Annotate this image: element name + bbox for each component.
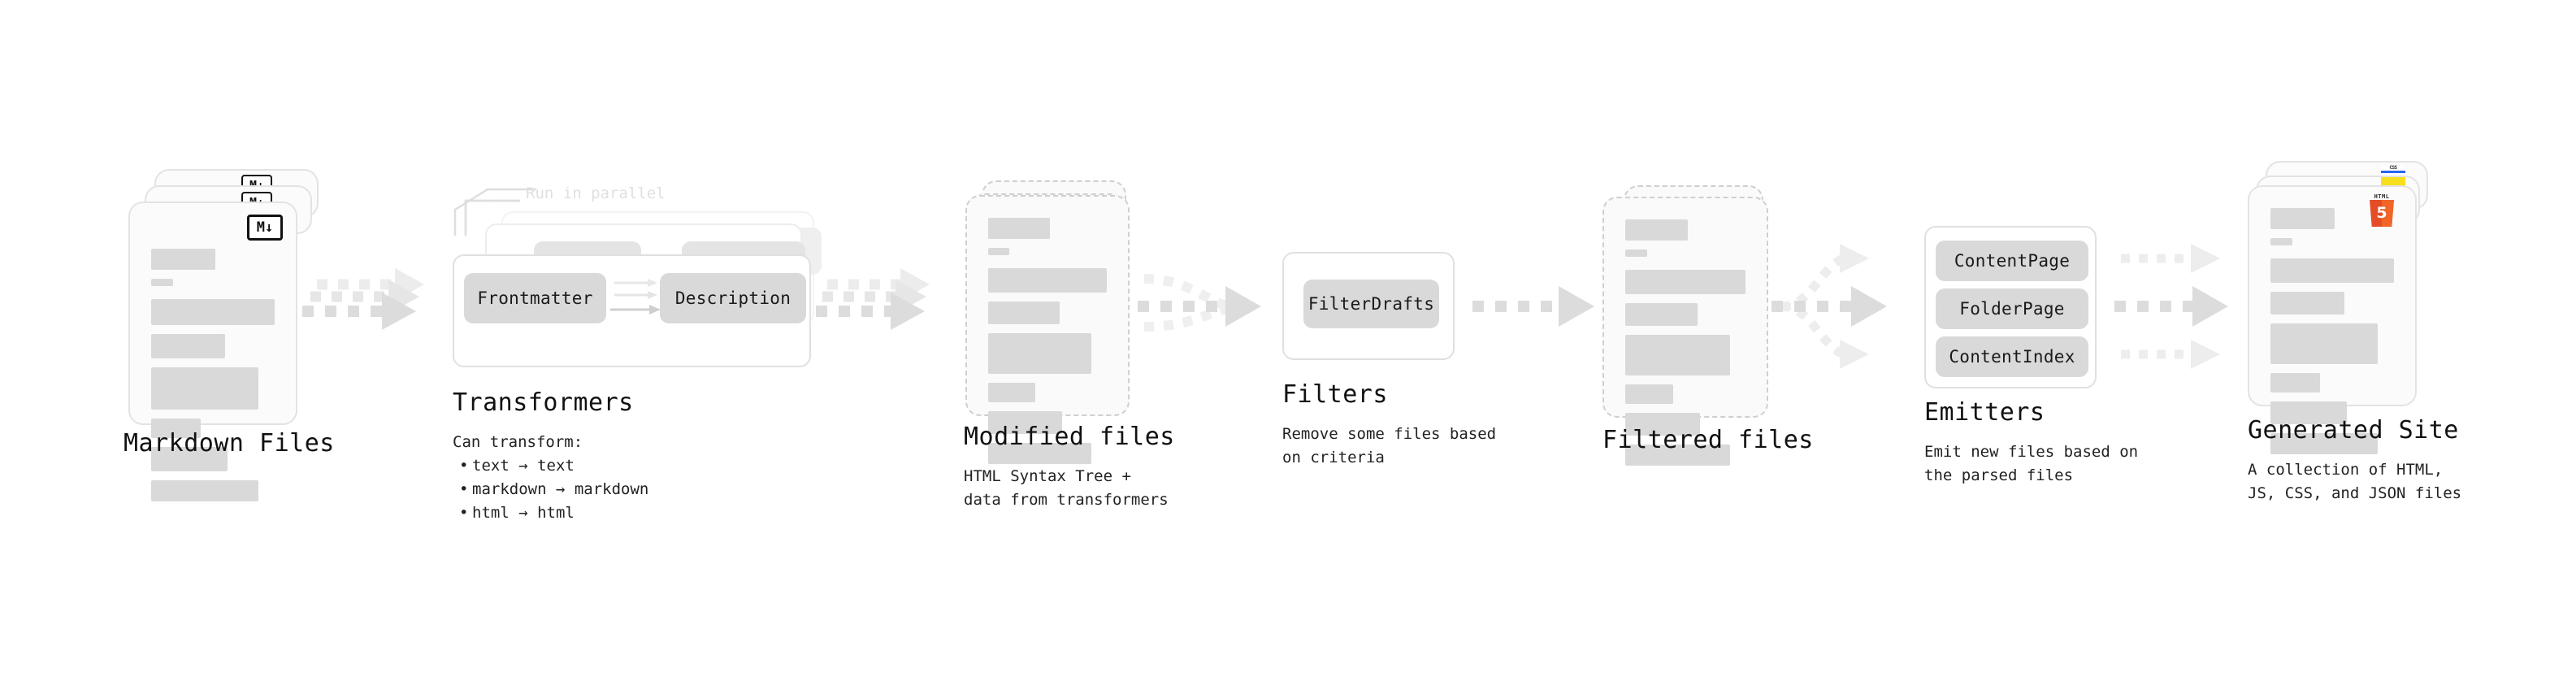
stage-title-filtered-files: Filtered files [1602,426,1814,454]
doc-line [2270,208,2335,229]
doc-line [2270,323,2379,364]
arrow-markdown-to-transformers [302,268,424,330]
filters-subtitle-line2: on criteria [1282,449,1385,466]
doc-line [988,218,1050,239]
html5-shield [2370,200,2394,227]
transformer-group-front: Frontmatter Description [453,254,811,367]
transformer-bullet: markdown → markdown [459,478,648,501]
doc-line [1625,335,1730,375]
doc-line [2270,433,2379,454]
generated-site-subtitle-line1: A collection of HTML, [2248,461,2444,479]
doc-line [1625,249,1647,257]
stage-title-filters: Filters [1282,380,1388,409]
arrow-emitters-to-site [2114,244,2228,369]
generated-site-subtitle-line2: JS, CSS, and JSON files [2248,484,2462,502]
arrow-filtered-to-emitters [1772,244,1887,369]
arrow-transformers-to-modified [816,268,930,330]
run-in-parallel-label: Run in parallel [526,184,666,202]
transformer-inner-arrows [610,279,661,314]
doc-line [151,447,228,471]
doc-line [151,419,201,438]
doc-line [1625,445,1730,466]
site-card-front: HTML [2248,185,2417,454]
site-card-lines [2270,208,2394,463]
doc-line [1625,270,1746,294]
emitters-group: ContentPage FolderPage ContentIndex [1924,226,2097,388]
markdown-card-lines [151,249,275,510]
doc-line [988,248,1010,255]
doc-line [2270,292,2345,314]
doc-line [151,480,259,501]
transformers-list-heading: Can transform: [453,433,583,451]
doc-line [1625,219,1688,241]
doc-line [151,279,174,286]
modified-card-front [965,195,1130,464]
doc-line [2270,258,2394,283]
filter-pill-filterdrafts[interactable]: FilterDrafts [1303,280,1439,328]
transformer-bullet: html → html [459,501,648,525]
doc-line [151,334,226,358]
doc-line [151,367,259,410]
emitter-pill-contentpage[interactable]: ContentPage [1936,241,2088,281]
doc-line [2270,238,2293,245]
stage-title-transformers: Transformers [453,388,634,417]
modified-files-subtitle-line2: data from transformers [964,491,1169,509]
stage-title-markdown-files: Markdown Files [124,429,335,458]
emitter-pill-contentindex[interactable]: ContentIndex [1936,336,2088,377]
filtered-card-front [1602,197,1768,466]
modified-card-lines [988,218,1107,473]
transformers-capability-list: Can transform: text → text markdown → ma… [453,431,648,525]
stage-title-generated-site: Generated Site [2248,416,2459,445]
transformer-pill-description[interactable]: Description [660,273,806,323]
doc-line [1625,303,1698,326]
emitter-pill-folderpage[interactable]: FolderPage [1936,288,2088,329]
doc-line [988,268,1107,293]
transformer-pill-frontmatter[interactable]: Frontmatter [464,273,606,323]
markdown-badge-front: M↓ [247,215,283,241]
emitters-subtitle-line1: Emit new files based on [1924,443,2139,461]
doc-line [988,443,1092,464]
filters-group: FilterDrafts [1282,252,1455,360]
arrow-filters-to-filtered [1472,286,1594,327]
doc-line [1625,413,1700,436]
modified-files-subtitle-line1: HTML Syntax Tree + [964,467,1131,485]
css3-badge-underline [2381,171,2405,173]
doc-line [988,383,1036,402]
filters-subtitle-line1: Remove some files based [1282,425,1497,443]
doc-line [151,249,216,270]
filtered-card-lines [1625,219,1746,475]
arrow-modified-to-filters [1138,274,1261,332]
doc-line [988,411,1062,434]
html5-icon: HTML [2368,193,2396,228]
stage-title-emitters: Emitters [1924,398,2045,427]
css3-badge: CSS [2381,166,2405,176]
stage-title-modified-files: Modified files [964,423,1175,451]
doc-line [2270,373,2320,393]
transformer-bullet: text → text [459,454,648,478]
doc-line [151,299,275,325]
doc-line [988,301,1060,324]
emitters-subtitle-line2: the parsed files [1924,466,2074,484]
doc-line [988,333,1092,374]
markdown-card-front: M↓ [128,202,297,501]
doc-line [1625,384,1674,404]
doc-line [2270,401,2348,424]
